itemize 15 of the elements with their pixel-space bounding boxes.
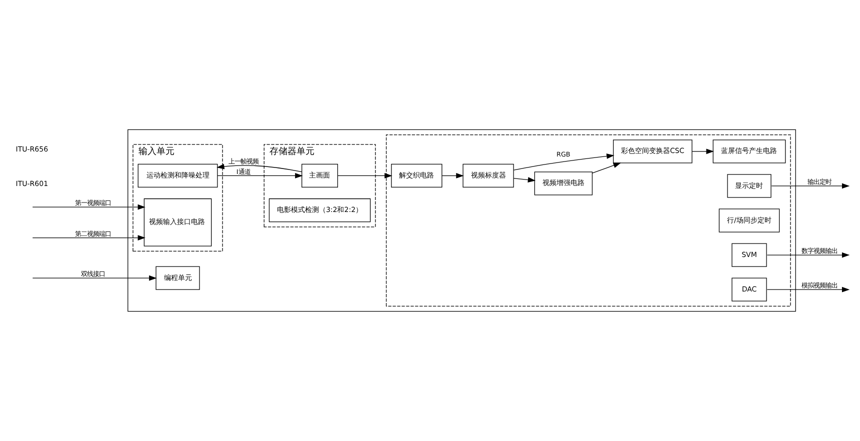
arrow bbox=[32, 275, 157, 281]
arrow bbox=[592, 162, 622, 174]
arrow bbox=[217, 173, 303, 178]
arrow bbox=[692, 148, 714, 154]
arrow bbox=[337, 173, 392, 178]
arrow bbox=[216, 164, 302, 172]
arrow bbox=[32, 235, 146, 240]
arrow bbox=[766, 252, 850, 258]
arrow bbox=[771, 183, 850, 189]
arrow bbox=[513, 154, 614, 170]
arrow bbox=[766, 286, 850, 292]
arrow bbox=[442, 173, 464, 178]
cluster bbox=[128, 129, 796, 312]
arrow bbox=[32, 204, 146, 210]
arrow bbox=[513, 177, 536, 182]
